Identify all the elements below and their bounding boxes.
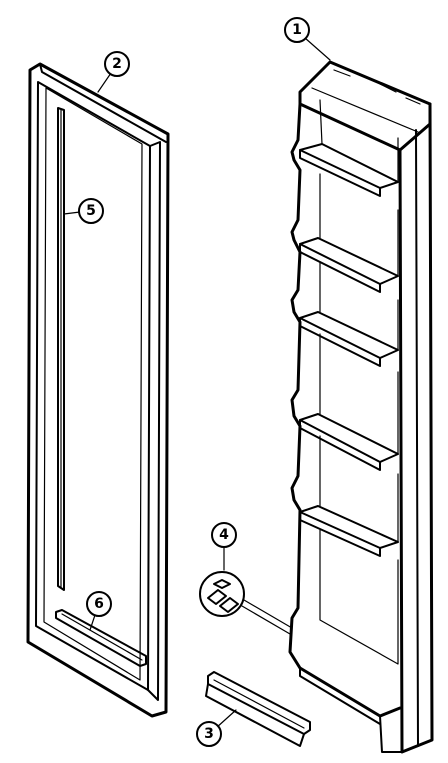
door-bottom-trim [55, 609, 147, 667]
hinge-clip-parts [199, 571, 293, 635]
callout-label-2: 2 [112, 56, 122, 72]
door-gasket [57, 107, 65, 591]
callout-6: 6 [86, 591, 112, 631]
callout-label-5: 5 [86, 203, 96, 219]
callout-label-3: 3 [204, 726, 214, 742]
shelf-2 [299, 173, 399, 293]
shelf-5 [299, 435, 399, 557]
callout-3: 3 [196, 709, 237, 747]
callout-label-6: 6 [94, 596, 104, 612]
bottom-channel [205, 671, 311, 747]
callout-label-4: 4 [219, 527, 229, 543]
shelf-1 [299, 99, 399, 197]
callout-4: 4 [211, 522, 237, 571]
callout-5: 5 [63, 198, 104, 224]
callout-label-1: 1 [292, 22, 302, 38]
door-panel [26, 62, 170, 718]
shelf-4 [299, 333, 399, 471]
callout-2: 2 [97, 51, 130, 93]
shelf-3 [299, 261, 399, 367]
callout-1: 1 [284, 17, 331, 61]
door-liner [288, 60, 434, 754]
